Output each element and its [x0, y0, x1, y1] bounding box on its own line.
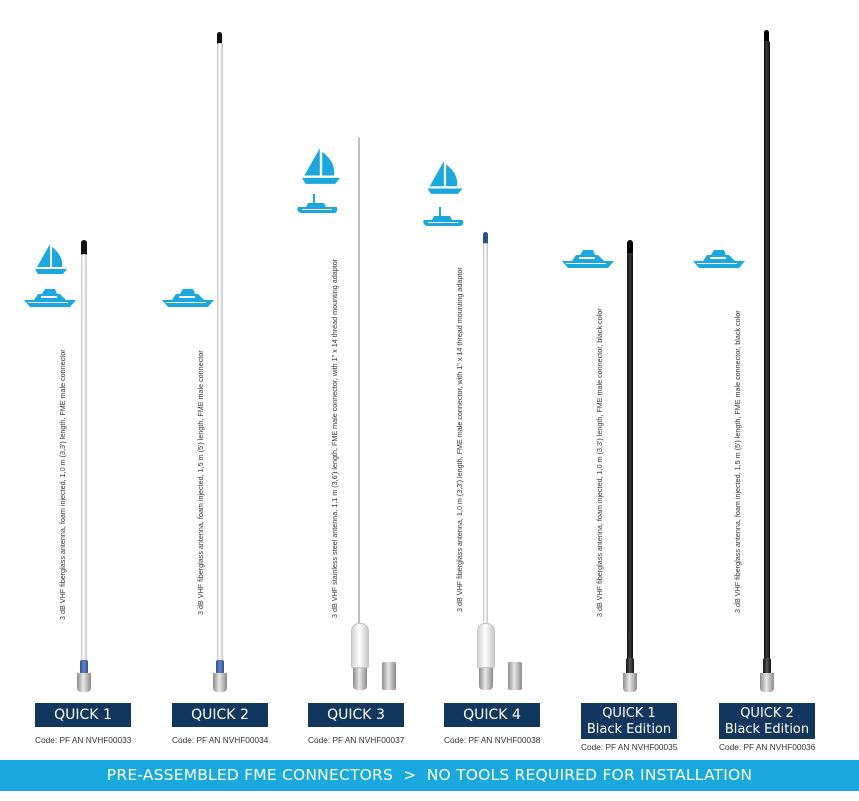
- footer-text: PRE-ASSEMBLED FME CONNECTORS > NO TOOLS …: [106, 766, 753, 784]
- antenna-whip-steel: [358, 137, 360, 627]
- product-description: 3 dB VHF fiberglass antenna, foam inject…: [595, 308, 604, 617]
- antenna-fme-connector: [623, 673, 637, 692]
- product-code: Code: PF AN NVHF00035: [581, 742, 678, 752]
- product-label: QUICK 3: [308, 703, 404, 727]
- antenna-base-band: [763, 658, 771, 674]
- motor-yacht-icon: [24, 289, 76, 307]
- antenna-quick-2-black: [759, 30, 775, 692]
- label-line-1: QUICK 4: [463, 707, 521, 723]
- antenna-base-white: [477, 623, 495, 668]
- product-quick-2-black-edition: 3 dB VHF fiberglass antenna, foam inject…: [693, 0, 859, 760]
- product-code: Code: PF AN NVHF00037: [308, 735, 405, 745]
- label-line-1: QUICK 2: [191, 707, 249, 723]
- antenna-tip: [764, 30, 769, 42]
- antenna-fme-connector: [353, 668, 367, 690]
- antenna-fme-connector: [213, 673, 227, 692]
- rib-boat-icon: [423, 207, 464, 226]
- motor-yacht-icon: [693, 250, 745, 268]
- product-quick-3: 3 dB VHF stainless steel antenna, 1,1 m …: [290, 0, 430, 760]
- sailboat-icon: [427, 161, 463, 194]
- antenna-quick-1-black: [622, 240, 638, 692]
- product-description: 3 dB VHF stainless steel antenna, 1,1 m …: [330, 258, 339, 618]
- antenna-whip: [81, 254, 87, 664]
- product-code: Code: PF AN NVHF00038: [444, 735, 541, 745]
- product-description: 3 dB VHF fiberglass antenna, 1,0 m (3,3'…: [455, 267, 464, 612]
- antenna-whip: [627, 253, 633, 663]
- antenna-tip: [81, 240, 87, 255]
- motor-yacht-icon: [162, 289, 214, 307]
- footer-banner: PRE-ASSEMBLED FME CONNECTORS > NO TOOLS …: [0, 760, 859, 791]
- product-code: Code: PF AN NVHF00034: [172, 735, 269, 745]
- mounting-adaptor: [382, 662, 396, 690]
- product-label: QUICK 2 Black Edition: [719, 703, 815, 739]
- antenna-quick-2: [212, 32, 228, 692]
- label-line-2: Black Edition: [724, 722, 810, 737]
- product-description: 3 dB VHF fiberglass antenna, foam inject…: [733, 310, 742, 613]
- product-quick-2: 3 dB VHF fiberglass antenna, foam inject…: [145, 0, 290, 760]
- label-line-2: Black Edition: [586, 722, 672, 737]
- product-quick-1: 3 dB VHF fiberglass antenna, foam inject…: [0, 0, 145, 760]
- label-line-1: QUICK 3: [327, 707, 385, 723]
- mounting-adaptor: [508, 662, 522, 690]
- antenna-fme-connector: [760, 673, 774, 692]
- antenna-whip: [217, 43, 223, 663]
- antenna-base-band: [80, 660, 88, 674]
- sailboat-icon: [302, 148, 340, 184]
- product-label: QUICK 4: [444, 703, 540, 727]
- antenna-quick-3: [347, 137, 373, 692]
- label-line-1: QUICK 2: [740, 706, 794, 721]
- sailboat-icon: [35, 244, 67, 274]
- antenna-base-white: [351, 623, 369, 668]
- product-label: QUICK 1: [35, 703, 131, 727]
- product-code: Code: PF AN NVHF00036: [719, 742, 816, 752]
- antenna-fme-connector: [479, 668, 493, 690]
- antenna-whip: [483, 243, 488, 625]
- antenna-quick-4: [473, 232, 499, 692]
- antenna-quick-1: [76, 240, 92, 692]
- antenna-base-band: [626, 658, 634, 674]
- product-quick-1-black-edition: 3 dB VHF fiberglass antenna, foam inject…: [562, 0, 715, 760]
- rib-boat-icon: [297, 194, 338, 213]
- product-quick-4: 3 dB VHF fiberglass antenna, 1,0 m (3,3'…: [423, 0, 575, 760]
- motor-yacht-icon: [562, 250, 614, 268]
- product-label: QUICK 2: [172, 703, 268, 727]
- label-line-1: QUICK 1: [602, 706, 656, 721]
- antenna-whip: [764, 41, 770, 663]
- antenna-tip: [627, 240, 633, 254]
- product-description: 3 dB VHF fiberglass antenna, foam inject…: [58, 349, 67, 620]
- antenna-base-band: [216, 660, 224, 674]
- product-label: QUICK 1 Black Edition: [581, 703, 677, 739]
- antenna-fme-connector: [77, 673, 91, 692]
- label-line-1: QUICK 1: [54, 707, 112, 723]
- antenna-tip: [483, 232, 488, 244]
- product-description: 3 dB VHF fiberglass antenna, foam inject…: [196, 350, 205, 615]
- antenna-tip: [217, 32, 222, 44]
- product-code: Code: PF AN NVHF00033: [35, 735, 132, 745]
